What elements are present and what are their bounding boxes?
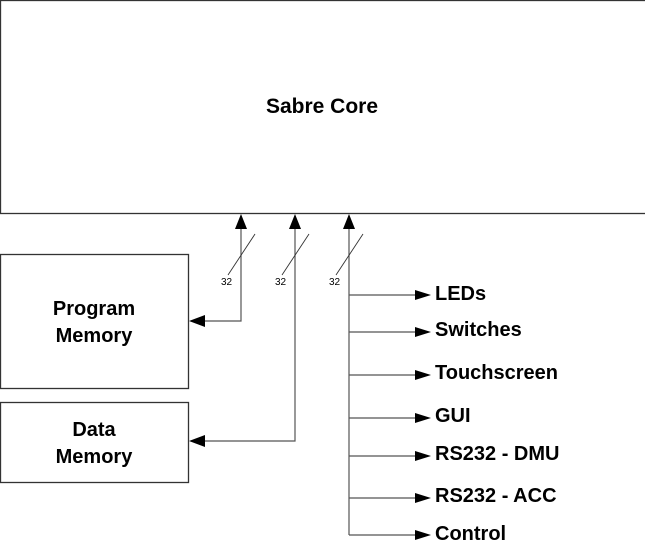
- data-memory-bus: 32: [189, 214, 310, 447]
- output-label-touchscreen: Touchscreen: [435, 362, 558, 384]
- data-memory-block: Data Memory: [0, 401, 190, 484]
- program-bus-width-label: 32: [221, 277, 233, 288]
- io-bus-width-label: 32: [329, 277, 341, 288]
- arrow-right-icon: [415, 370, 431, 380]
- output-branch-leds: LEDs: [349, 283, 486, 305]
- data-bus-arrow-up-icon: [289, 214, 301, 229]
- program-bus-wire: [205, 228, 242, 322]
- data-bus-width-label: 32: [275, 277, 287, 288]
- io-bus-arrow-up-icon: [343, 214, 355, 229]
- data-bus-width-slash: [281, 233, 310, 276]
- sabre-core-label: Sabre Core: [266, 95, 378, 118]
- output-label-rs232-acc: RS232 - ACC: [435, 485, 557, 507]
- arrow-right-icon: [415, 493, 431, 503]
- output-label-switches: Switches: [435, 319, 522, 341]
- data-bus-wire: [205, 228, 296, 442]
- output-label-control: Control: [435, 523, 506, 541]
- data-memory-label-line1: Data: [72, 419, 116, 441]
- output-label-gui: GUI: [435, 405, 471, 427]
- arrow-right-icon: [415, 530, 431, 540]
- output-branch-rs232-dmu: RS232 - DMU: [349, 443, 559, 465]
- output-branch-rs232-acc: RS232 - ACC: [349, 485, 557, 507]
- arrow-right-icon: [415, 327, 431, 337]
- sabre-core-box: [0, 0, 645, 215]
- io-bus: 32: [329, 214, 364, 535]
- program-bus-arrow-left-icon: [189, 315, 205, 327]
- program-memory-label-line1: Program: [53, 298, 135, 320]
- sabre-core-block: Sabre Core: [0, 0, 645, 215]
- output-label-leds: LEDs: [435, 283, 486, 305]
- program-memory-box: [0, 253, 190, 390]
- arrow-right-icon: [415, 413, 431, 423]
- program-memory-block: Program Memory: [0, 253, 190, 390]
- output-branch-gui: GUI: [349, 405, 471, 427]
- program-bus-arrow-up-icon: [235, 214, 247, 229]
- program-memory-label-line2: Memory: [56, 325, 134, 347]
- output-branch-control: Control: [349, 523, 506, 541]
- io-bus-width-slash: [335, 233, 364, 276]
- program-memory-bus: 32: [189, 214, 256, 327]
- data-memory-label-line2: Memory: [56, 446, 134, 468]
- output-branch-touchscreen: Touchscreen: [349, 362, 558, 384]
- arrow-right-icon: [415, 290, 431, 300]
- program-bus-width-slash: [227, 233, 256, 276]
- data-memory-box: [0, 401, 190, 484]
- arrow-right-icon: [415, 451, 431, 461]
- output-label-rs232-dmu: RS232 - DMU: [435, 443, 559, 465]
- output-branch-switches: Switches: [349, 319, 522, 341]
- data-bus-arrow-left-icon: [189, 435, 205, 447]
